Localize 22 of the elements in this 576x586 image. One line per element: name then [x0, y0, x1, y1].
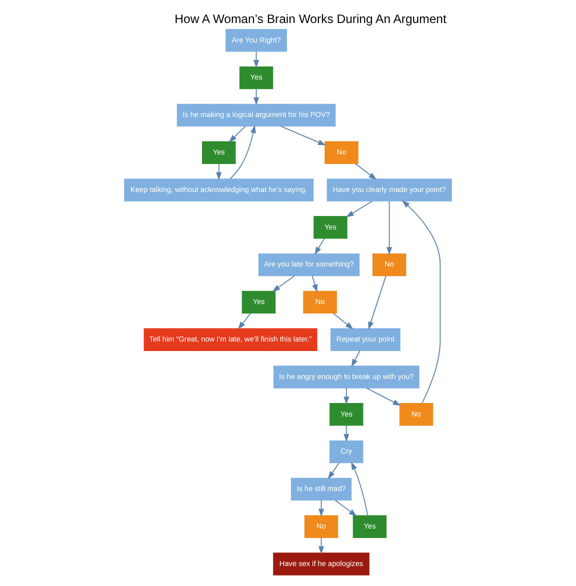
arrow: [351, 462, 368, 516]
arrow: [354, 163, 377, 180]
arrow: [332, 312, 354, 330]
arrow: [272, 275, 295, 292]
arrow: [346, 200, 373, 218]
arrow: [344, 388, 350, 405]
diagram-title: How A Woman’s Brain Works During An Argument: [174, 12, 446, 26]
arrow: [280, 126, 326, 146]
arrow: [312, 275, 318, 292]
arrow: [368, 276, 386, 330]
arrow: [228, 126, 246, 142]
arrow: [366, 388, 401, 406]
arrow: [402, 200, 441, 404]
arrow: [238, 312, 252, 330]
arrow: [314, 238, 325, 255]
arrow: [344, 425, 350, 442]
arrow: [334, 500, 357, 516]
arrow: [351, 350, 360, 368]
arrow: [328, 462, 340, 480]
arrow: [230, 125, 256, 180]
arrow: [216, 163, 222, 180]
arrow: [386, 200, 392, 256]
